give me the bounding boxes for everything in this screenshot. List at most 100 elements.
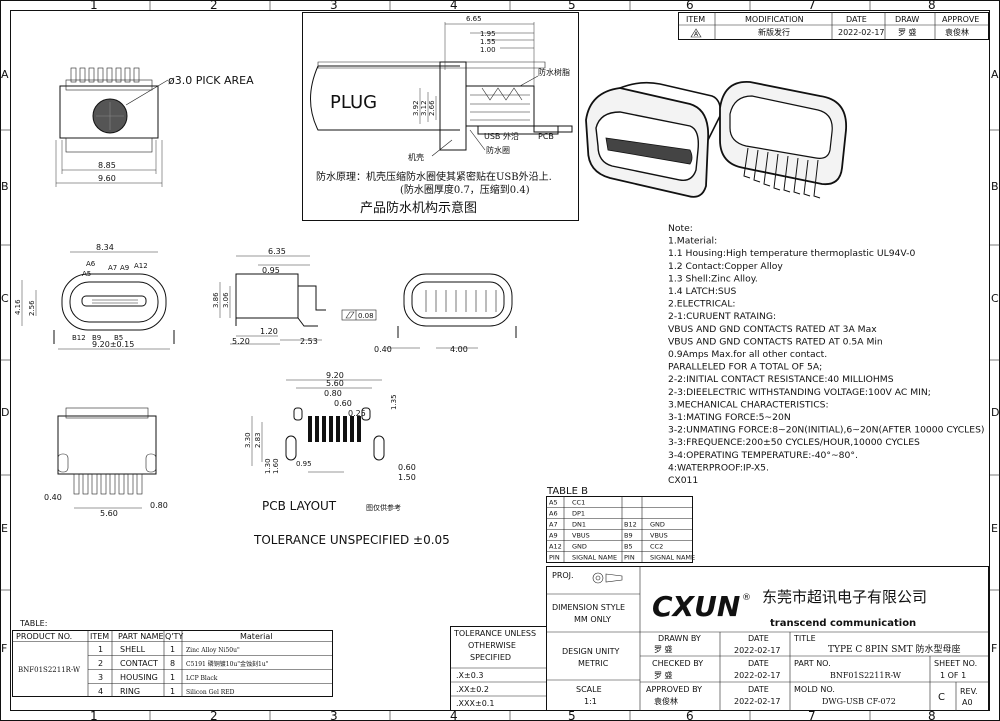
tol-x: .X±0.3 (456, 671, 483, 680)
note-line: 2-3:DIEELECTRIC WITHSTANDING VOLTAGE:100… (668, 387, 931, 398)
parts-cell: 1 (170, 673, 175, 682)
pin-a5: A5 (82, 270, 91, 278)
pin-a7: A7 (108, 264, 117, 272)
table-b-cell: PIN (549, 554, 560, 562)
proj-label: PROJ. (552, 571, 574, 580)
parts-header-product-no: PRODUCT NO. (16, 632, 72, 641)
side-dim-253: 2.53 (300, 337, 318, 346)
note-line: VBUS AND GND CONTACTS RATED AT 3A Max (668, 324, 877, 335)
pcb-dim-130: 1.30 (264, 458, 272, 474)
drawn-by-name: 罗 盛 (654, 644, 673, 654)
rev-header-item: ITEM (686, 15, 705, 24)
parts-header-item: ITEM (90, 632, 109, 641)
title-block: PROJ. DIMENSION STYLE MM ONLY DESIGN UNI… (546, 566, 989, 711)
drawn-by-label: DRAWN BY (658, 634, 701, 643)
col-label-8: 8 (928, 0, 936, 12)
tol-specified: SPECIFIED (470, 653, 511, 662)
col-label-3: 3 (330, 0, 338, 12)
rev-draw: 罗 盛 (898, 27, 917, 37)
table-b-cell: DP1 (572, 510, 585, 518)
sheet-size: C (938, 692, 945, 703)
checked-date: 2022-02-17 (734, 671, 781, 680)
note-line: 4:WATERPROOF:IP-X5. (668, 462, 769, 473)
parts-cell: RING (120, 687, 140, 696)
row-label-b: B (1, 180, 9, 193)
rev-header-date: DATE (846, 15, 867, 24)
top-dim-885: 8.85 (98, 161, 116, 170)
plug-label: PLUG (330, 92, 377, 113)
plug-dim-155: 1.55 (480, 38, 496, 46)
label-usb: USB 外沿 (484, 131, 519, 141)
col-label-6b: 6 (686, 709, 694, 721)
table-b-cell: SIGNAL NAME (572, 554, 617, 562)
approved-by-label: APPROVED BY (646, 685, 702, 694)
tol-xxx: .XXX±0.1 (456, 699, 494, 708)
note-line: 1.4 LATCH:SUS (668, 286, 736, 297)
table-b-cell: GND (572, 543, 587, 551)
parts-cell: HOUSING (120, 673, 158, 682)
parts-cell: C5191 磷铜镀10u"金蚀刻1u" (186, 660, 269, 668)
pick-area-label: ø3.0 PICK AREA (168, 74, 254, 87)
parts-cell: Zinc Alloy Ni50u" (186, 647, 240, 654)
col-label-7b: 7 (808, 709, 816, 721)
table-b-cell: A5 (549, 499, 558, 507)
pin-a12: A12 (134, 262, 148, 270)
design-unity-label: DESIGN UNITY (562, 647, 619, 656)
date-label-1: DATE (748, 634, 769, 643)
part-no-label: PART NO. (794, 659, 831, 668)
bottom-dim-560: 5.60 (100, 509, 118, 518)
approved-date: 2022-02-17 (734, 697, 781, 706)
parts-cell: CONTACT (120, 659, 158, 668)
label-shell: 机壳 (408, 152, 424, 162)
note-line: 2.ELECTRICAL: (668, 299, 736, 310)
drawing-title: TYPE C 8PIN SMT 防水型母座 (828, 643, 961, 655)
checked-by-label: CHECKED BY (652, 659, 703, 668)
tol-otherwise: OTHERWISE (468, 641, 516, 650)
pcb-dim-160: 1.60 (272, 458, 280, 474)
iso-render-back (719, 81, 847, 199)
revision-triangle-icon (690, 28, 702, 38)
note-line: 3-1:MATING FORCE:5~20N (668, 412, 791, 423)
pcb-dim-080: 0.80 (324, 389, 342, 398)
parts-cell: 4 (98, 687, 103, 696)
table-b-cell: A12 (549, 543, 562, 551)
end-dim-040: 0.40 (374, 345, 392, 354)
drawn-date: 2022-02-17 (734, 646, 781, 655)
label-pcb: PCB (538, 132, 554, 141)
company-name-en: transcend communication (770, 618, 916, 629)
plug-dim-665: 6.65 (466, 15, 482, 23)
parts-cell: 1 (170, 645, 175, 654)
label-ring: 防水圈 (486, 145, 510, 155)
col-label-7: 7 (808, 0, 816, 12)
pin-b5: B5 (114, 334, 123, 342)
table-b-cell: B9 (624, 532, 633, 540)
pin-b9: B9 (92, 334, 101, 342)
parts-cell: 1 (170, 687, 175, 696)
parts-cell: LCP Black (186, 675, 218, 682)
front-dim-834: 8.34 (96, 243, 114, 252)
note-line: 3-4:OPERATING TEMPERATURE:-40°~80°. (668, 450, 858, 461)
scale-label: SCALE (576, 685, 602, 694)
projection-symbol-icon (592, 572, 604, 584)
rev-value: A0 (962, 698, 973, 707)
row-label-e-r: E (991, 522, 998, 535)
front-dim-256: 2.56 (28, 300, 36, 316)
front-dim-416: 4.16 (14, 299, 22, 315)
rev-header-draw: DRAW (895, 15, 919, 24)
note-line: 3-3:FREQUENCE:200±50 CYCLES/HOUR,10000 C… (668, 437, 920, 448)
mm-only: MM ONLY (574, 615, 611, 624)
plug-section-caption: 产品防水机构示意图 (360, 200, 477, 216)
plug-dim-392: 3.92 (412, 100, 420, 116)
top-view: ø3.0 PICK AREA 8.85 9.60 (55, 67, 254, 187)
title-label: TITLE (793, 634, 816, 643)
table-b-cell: PIN (624, 554, 635, 562)
rev-header-modification: MODIFICATION (745, 15, 804, 24)
col-label-5: 5 (568, 0, 576, 12)
table-b-cell: DN1 (572, 521, 586, 529)
col-label-4: 4 (450, 0, 458, 12)
table-b-cell: A6 (549, 510, 558, 518)
note-line: 0.9Amps Max.for all other contact. (668, 349, 827, 360)
notes-block: Note:1.Material:1.1 Housing:High tempera… (668, 223, 985, 486)
